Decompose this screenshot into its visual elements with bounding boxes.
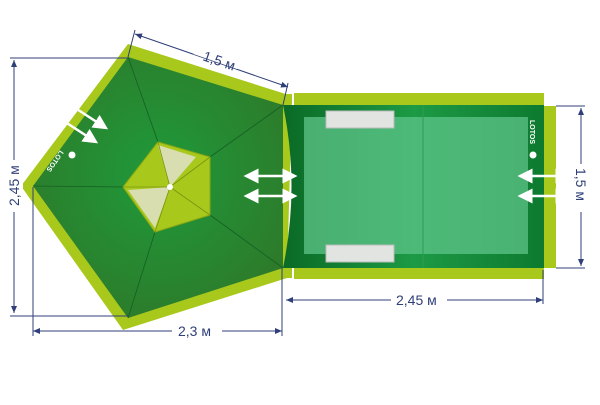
window-top xyxy=(325,110,395,129)
corridor-tent: LOTOS xyxy=(283,93,556,279)
roof-hub xyxy=(122,141,211,233)
lotos-logo-icon xyxy=(68,151,76,159)
roof-seams xyxy=(32,56,284,319)
lotos-logo-icon-right xyxy=(529,151,537,159)
dim-corridor-width: 1,5 м xyxy=(573,168,589,201)
pentagon-tent: LOTOS xyxy=(21,44,292,330)
logo-lotos-right: LOTOS xyxy=(528,120,535,144)
entrance-arrows xyxy=(53,100,571,204)
window-bottom xyxy=(325,244,395,263)
dim-corridor-length: 2,45 м xyxy=(396,292,437,308)
dim-pentagon-width: 2,3 м xyxy=(178,323,211,339)
corridor-end-flap xyxy=(544,106,556,268)
dim-pentagon-height: 2,45 м xyxy=(6,165,22,206)
corridor-floor xyxy=(304,117,528,254)
